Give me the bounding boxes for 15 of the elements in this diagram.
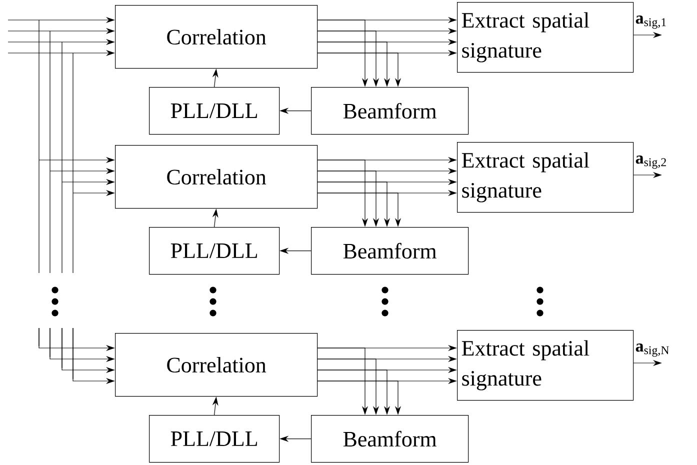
edge-label: a$_{sig,1}$ — [636, 16, 666, 29]
pll-box: PLL/DLL — [149, 226, 280, 275]
correlation-box: Correlation — [115, 333, 318, 397]
beamform-box: Beamform — [311, 226, 469, 275]
extract-box: Extract spatial signature — [457, 330, 634, 401]
pll-box: PLL/DLL — [149, 87, 280, 135]
edge-label: a$_{sig,2}$ — [636, 156, 666, 169]
beamform-box: Beamform — [311, 87, 469, 135]
extract-box: Extract spatial signature — [457, 2, 634, 73]
extract-box: Extract spatial signature — [457, 142, 634, 213]
correlation-box: Correlation — [115, 145, 318, 209]
correlation-box: Correlation — [115, 5, 318, 69]
pll-box: PLL/DLL — [149, 415, 280, 463]
beamform-box: Beamform — [311, 415, 469, 463]
edge-label: a$_{sig,N}$ — [636, 344, 669, 357]
